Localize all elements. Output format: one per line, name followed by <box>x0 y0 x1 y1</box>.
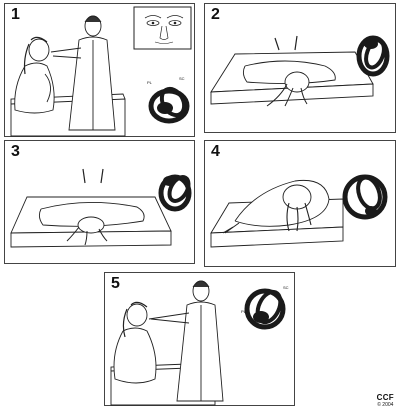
panel-4-illustration <box>210 174 388 248</box>
canal-diagram <box>158 174 192 212</box>
canal-label-sc: SC <box>179 76 185 81</box>
canal-diagram: PL SC <box>241 285 289 330</box>
panel-number: 5 <box>111 275 120 292</box>
panel-5: 5 PL SC <box>104 272 295 406</box>
credit-year: © 2004 <box>377 402 394 408</box>
face-inset <box>133 6 192 50</box>
panel-number: 4 <box>211 143 220 160</box>
panel-4: 4 <box>204 140 396 267</box>
panel-2: 2 <box>204 3 396 133</box>
panel-3: 3 <box>4 140 195 264</box>
panel-3-illustration <box>10 168 192 248</box>
panel-5-illustration: PL SC <box>110 280 289 406</box>
panel-number: 1 <box>11 6 20 23</box>
patient-lying <box>242 35 336 107</box>
patient-seated <box>113 301 157 384</box>
panel-number: 3 <box>11 143 20 160</box>
credit-org: CCF <box>376 393 394 402</box>
canal-label-pl: PL <box>147 80 153 85</box>
patient-lying <box>38 168 145 246</box>
panel-1: 1 <box>4 3 195 137</box>
patient-seated <box>14 36 55 114</box>
canal-label-sc: SC <box>283 285 289 290</box>
patient-side-lying <box>222 179 330 234</box>
canal-label-pl: PL <box>241 309 247 314</box>
panel-number: 2 <box>211 6 220 23</box>
panel-1-illustration: PL SC <box>10 6 192 137</box>
canal-diagram: PL SC <box>147 76 190 124</box>
doctor <box>50 15 116 131</box>
canal-diagram <box>356 35 390 77</box>
doctor <box>148 280 224 402</box>
panel-2-illustration <box>210 35 390 107</box>
canal-diagram <box>342 174 388 220</box>
copyright-credit: CCF © 2004 <box>377 393 394 408</box>
